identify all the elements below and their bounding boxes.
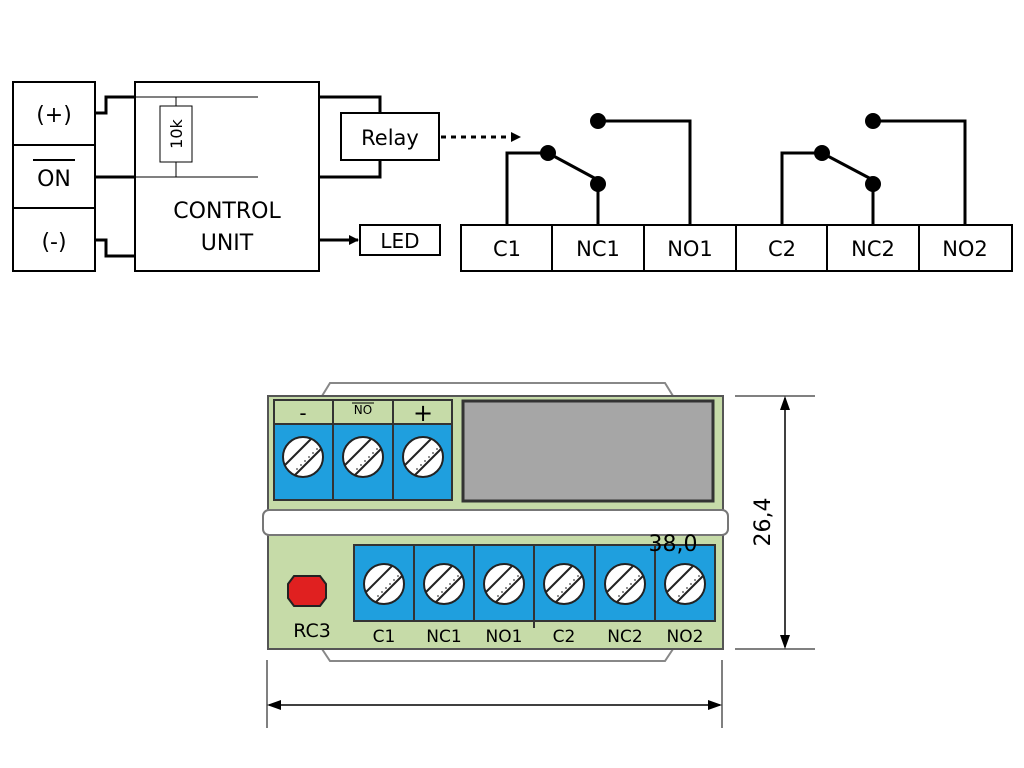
output-terminal-no2: NO2 [942,237,988,261]
device-terminal-c1: C1 [373,627,396,647]
control-unit-label-line2: UNIT [201,231,254,256]
led-label: LED [380,229,419,253]
device-terminal-no2: NO2 [667,627,704,647]
housing-groove [262,509,729,536]
terminal-minus-label: (-) [41,230,66,255]
top-terminal-header [273,399,453,425]
control-unit-label-line1: CONTROL [173,199,281,224]
width-dimension-label: 38,0 [649,532,698,557]
led-box [359,224,441,256]
display-window [461,399,715,503]
relay-box [340,112,440,161]
schematic-labels: (+) ON (-) 10k CONTROL UNIT Relay LED C1… [33,103,988,261]
output-terminal-nc1: NC1 [576,237,620,261]
power-terminal-block [12,81,96,272]
wiring-schematic [12,81,1013,272]
top-terminal-screws [282,436,444,478]
pull-up-resistor [135,96,258,178]
bottom-mounting-rail [320,648,675,662]
dimension-lines [266,395,815,728]
resistor-label: 10k [167,118,186,148]
device-terminal-nc1: NC1 [426,627,461,647]
terminal-screw-icon [543,563,585,605]
device-terminal-nc2: NC2 [607,627,642,647]
terminal-screw-icon [363,563,405,605]
power-wires [95,95,135,258]
bottom-terminal-screws [363,563,706,605]
indicator-led [287,575,327,607]
terminal-screw-icon [483,563,525,605]
terminal-screw-icon [604,563,646,605]
indicator-label: RC3 [293,620,331,642]
relay-wires [319,95,382,179]
output-terminal-c2: C2 [768,237,796,261]
relay-label: Relay [361,126,419,150]
output-terminal-strip [460,224,1013,272]
terminal-screw-icon [664,563,706,605]
terminal-screw-icon [402,436,444,478]
contact-set-1 [505,113,692,225]
output-terminal-nc2: NC2 [851,237,895,261]
terminal-plus-label: (+) [36,103,72,128]
terminal-screw-icon [342,436,384,478]
contact-set-2 [780,113,967,225]
top-terminal-label-plus: + [413,399,433,427]
top-mounting-rail [320,382,675,397]
terminal-screw-icon [423,563,465,605]
device-terminal-no1: NO1 [486,627,523,647]
bottom-terminal-block [353,544,716,628]
output-terminal-no1: NO1 [667,237,713,261]
output-terminal-c1: C1 [493,237,521,261]
device-drawing: - NO + RC3 C1 NC1 NO1 C2 NC2 NO2 [262,382,729,662]
device-terminal-c2: C2 [553,627,576,647]
terminal-on-label: ON [37,167,71,192]
top-terminal-label-minus: - [299,401,306,425]
height-dimension-label: 26,4 [751,498,776,547]
top-terminal-label-no: NO [354,403,372,417]
terminal-screw-icon [282,436,324,478]
